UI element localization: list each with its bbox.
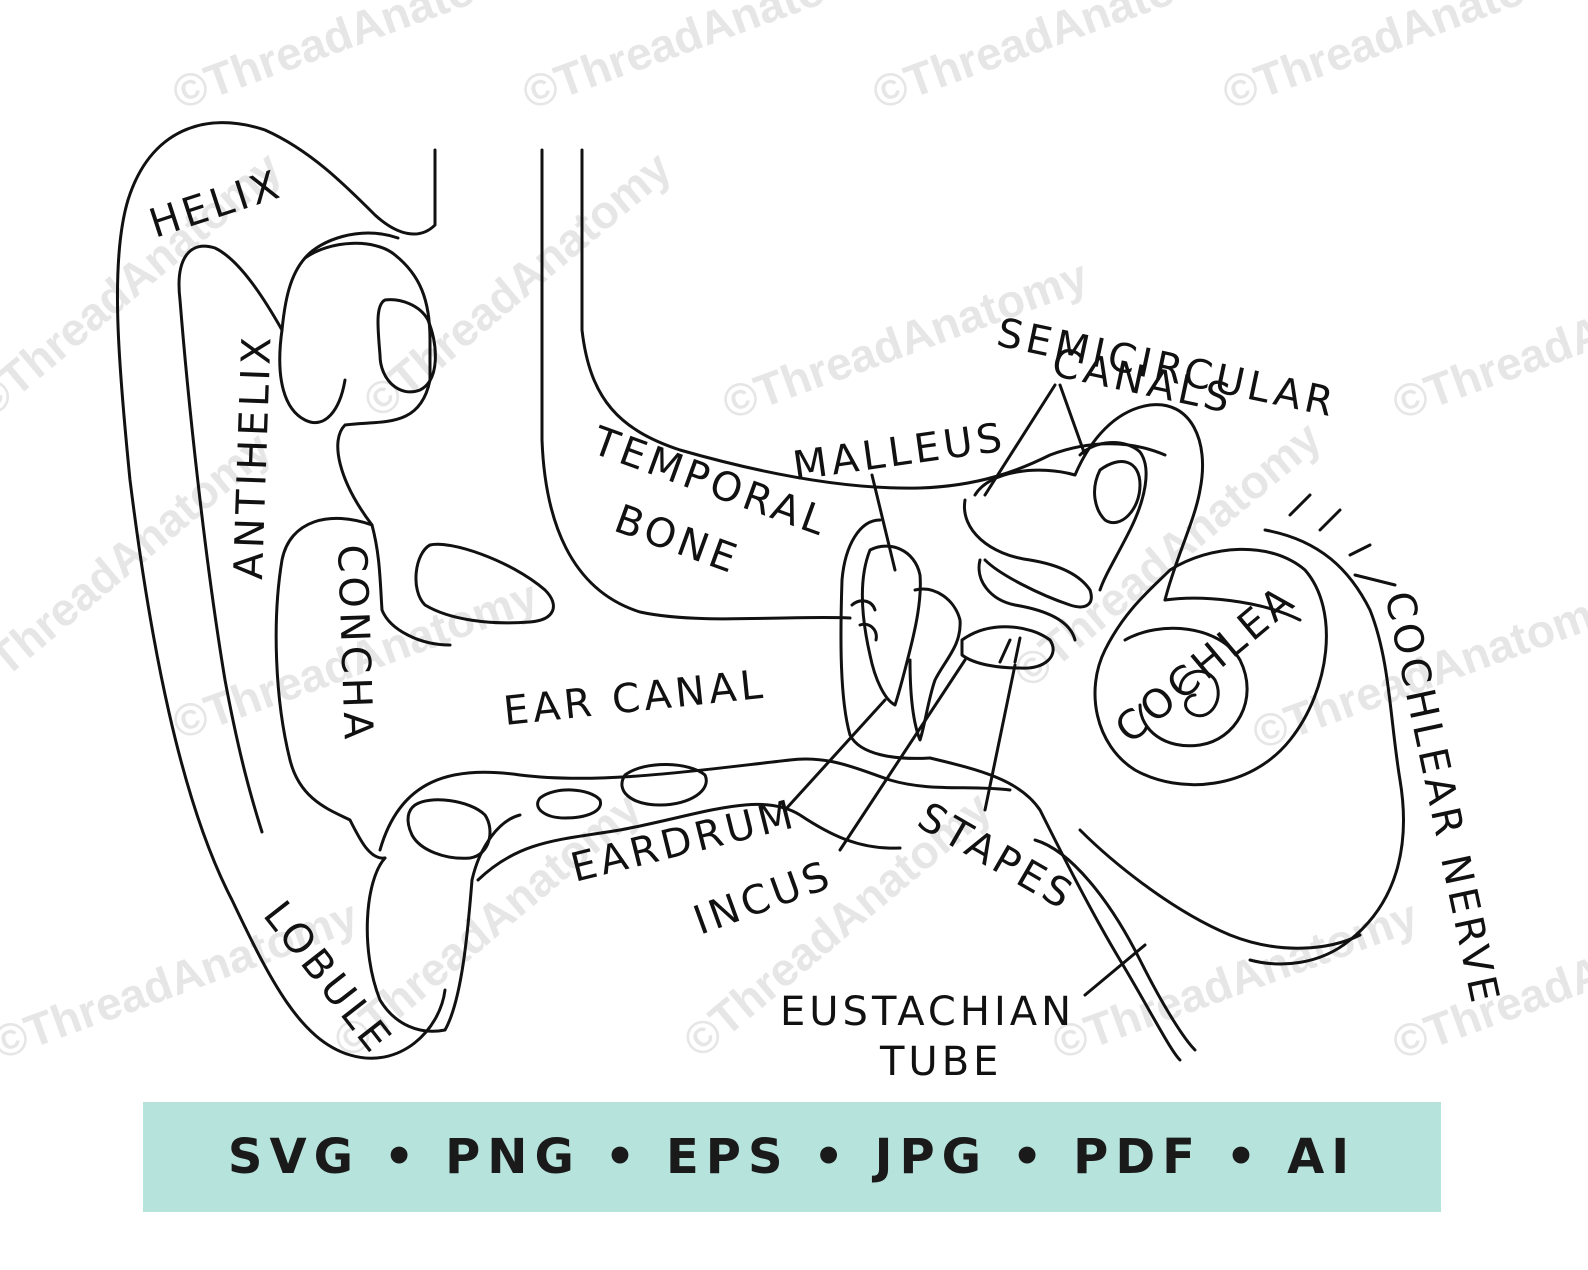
leader-stapes (983, 663, 1017, 812)
label-malleus: MALLEUS (790, 415, 1009, 490)
label-eustachian-2: TUBE (879, 1039, 1002, 1085)
ossicle-detail (850, 599, 878, 642)
temporal-bone-left-edge (540, 148, 852, 621)
concha-hole (414, 542, 555, 625)
round-window (998, 636, 1022, 664)
leader-eustachian (1083, 943, 1147, 997)
eustachian-upper (928, 756, 1182, 1062)
helix-inner (177, 231, 400, 834)
file-formats-banner: SVG • PNG • EPS • JPG • PDF • AI (143, 1102, 1441, 1212)
watermark: ©ThreadAnatomy (516, 0, 895, 119)
label-antihelix: ANTIHELIX (226, 333, 281, 581)
semicircular-small-loop (1093, 460, 1142, 524)
antihelix-fold (278, 328, 347, 424)
file-formats-text: SVG • PNG • EPS • JPG • PDF • AI (227, 1129, 1357, 1185)
cochlear-nerve-inner (1163, 596, 1302, 622)
concha-bowl (274, 517, 387, 860)
ear-canal-floor (476, 802, 902, 882)
watermark: ©ThreadAnatomy (866, 0, 1245, 119)
antihelix-ridge (303, 241, 452, 647)
watermark: ©ThreadAnatomy (353, 141, 681, 428)
tympanic-chamber (839, 518, 932, 760)
cochlear-nerve-outer (1248, 528, 1405, 966)
inner-ear (962, 403, 1405, 966)
label-ear-canal: EAR CANAL (501, 662, 768, 735)
outer-ear (115, 121, 555, 1060)
cochlea-outer (1093, 547, 1328, 787)
petrous-curve (1078, 828, 1362, 950)
canal-oval-2 (620, 763, 708, 807)
semicircular-canal-outer (973, 403, 1205, 602)
lobule-hole (406, 798, 492, 860)
eustachian-tube (928, 756, 1362, 1062)
leader-malleus (870, 473, 897, 572)
pinna-outline (115, 121, 447, 1060)
nerve-ticks (1288, 493, 1397, 587)
watermark: ©ThreadAnatomy (166, 0, 545, 119)
leader-eardrum (783, 698, 887, 812)
watermark: ©ThreadAnatomy (1386, 249, 1588, 429)
stapes-shape (960, 625, 1055, 670)
lobule-outline (365, 813, 522, 1033)
semicircular-loop (962, 498, 1093, 609)
cochlea-inner (1123, 626, 1249, 748)
vestibule (977, 558, 1077, 642)
label-concha: CONCHA (328, 544, 381, 744)
middle-ear (839, 518, 1055, 760)
leader-lines (783, 383, 1147, 997)
canal-oval-1 (536, 788, 602, 820)
fossa-hole (376, 298, 437, 394)
cochlea-spiral (1178, 669, 1220, 718)
leader-semicircular-1 (983, 383, 1057, 497)
semicircular-canal-inner (1078, 441, 1148, 592)
watermark: ©ThreadAnatomy (1216, 0, 1588, 119)
leader-semicircular-2 (1058, 383, 1087, 457)
malleus-shape (860, 544, 922, 707)
label-eustachian-1: EUSTACHIAN (780, 989, 1075, 1035)
ear-canal-lower (378, 757, 1012, 852)
incus-shape (908, 587, 962, 742)
temporal-bone-and-canal (378, 148, 1167, 882)
leader-incus (838, 658, 967, 852)
eustachian-lower (1033, 838, 1197, 1052)
